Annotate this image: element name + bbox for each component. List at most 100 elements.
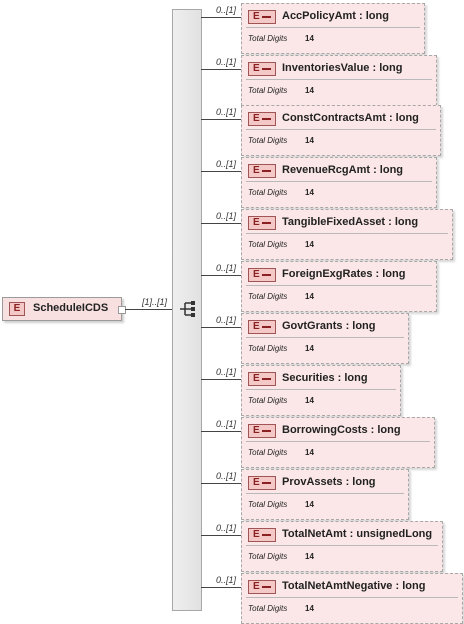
child-element-name: TangibleFixedAsset : long xyxy=(282,216,419,228)
child-cardinality: 0..[1] xyxy=(216,5,237,15)
child-connector-line xyxy=(201,171,241,172)
child-element-name: Securities : long xyxy=(282,372,368,384)
element-type-letter: E xyxy=(253,217,260,228)
element-type-letter: E xyxy=(253,581,260,592)
facet-label: Total Digits xyxy=(248,292,288,301)
facet-label: Total Digits xyxy=(248,604,288,613)
facet-label: Total Digits xyxy=(248,86,288,95)
child-connector-line xyxy=(201,587,241,588)
element-type-letter: E xyxy=(253,321,260,332)
facet-value: 14 xyxy=(305,136,314,145)
element-type-letter: E xyxy=(253,113,260,124)
sequence-icon xyxy=(180,301,195,317)
child-element-name: BorrowingCosts : long xyxy=(282,424,401,436)
facet-label: Total Digits xyxy=(248,188,288,197)
child-element-name: ProvAssets : long xyxy=(282,476,376,488)
child-cardinality: 0..[1] xyxy=(216,367,237,377)
facet-label: Total Digits xyxy=(248,500,288,509)
element-type-icon: E xyxy=(248,112,276,126)
element-type-letter: E xyxy=(253,477,260,488)
collapse-toggle-icon[interactable] xyxy=(118,306,126,314)
root-element-name: ScheduleICDS xyxy=(33,302,109,314)
divider xyxy=(246,597,458,598)
divider xyxy=(246,389,396,390)
element-type-icon: E xyxy=(248,320,276,334)
child-cardinality: 0..[1] xyxy=(216,575,237,585)
element-type-icon: E xyxy=(9,302,25,316)
minus-icon xyxy=(262,118,271,120)
element-type-letter: E xyxy=(253,63,260,74)
minus-icon xyxy=(262,430,271,432)
element-type-icon: E xyxy=(248,10,276,24)
child-cardinality: 0..[1] xyxy=(216,107,237,117)
sequence-compositor-bar[interactable] xyxy=(172,9,202,611)
facet-value: 14 xyxy=(305,86,314,95)
child-cardinality: 0..[1] xyxy=(216,211,237,221)
minus-icon xyxy=(262,16,271,18)
facet-value: 14 xyxy=(305,240,314,249)
child-connector-line xyxy=(201,483,241,484)
divider xyxy=(246,493,404,494)
facet-label: Total Digits xyxy=(248,552,288,561)
child-cardinality: 0..[1] xyxy=(216,419,237,429)
child-element-name: ConstContractsAmt : long xyxy=(282,112,419,124)
divider xyxy=(246,441,430,442)
minus-icon xyxy=(262,586,271,588)
root-connector-line xyxy=(125,309,172,310)
child-connector-line xyxy=(201,379,241,380)
child-connector-line xyxy=(201,431,241,432)
facet-value: 14 xyxy=(305,344,314,353)
child-element-name: RevenueRcgAmt : long xyxy=(282,164,404,176)
facet-value: 14 xyxy=(305,292,314,301)
child-cardinality: 0..[1] xyxy=(216,523,237,533)
child-element-name: TotalNetAmt : unsignedLong xyxy=(282,528,433,540)
child-connector-line xyxy=(201,119,241,120)
child-connector-line xyxy=(201,17,241,18)
facet-value: 14 xyxy=(305,448,314,457)
element-type-icon: E xyxy=(248,62,276,76)
facet-label: Total Digits xyxy=(248,240,288,249)
minus-icon xyxy=(262,378,271,380)
facet-label: Total Digits xyxy=(248,396,288,405)
element-type-letter: E xyxy=(253,529,260,540)
facet-label: Total Digits xyxy=(248,136,288,145)
divider xyxy=(246,27,420,28)
element-type-icon: E xyxy=(248,476,276,490)
child-connector-line xyxy=(201,275,241,276)
divider xyxy=(246,79,432,80)
child-cardinality: 0..[1] xyxy=(216,263,237,273)
divider xyxy=(246,545,438,546)
child-element-name: GovtGrants : long xyxy=(282,320,376,332)
minus-icon xyxy=(262,274,271,276)
root-element-box[interactable]: E ScheduleICDS xyxy=(2,297,122,321)
element-type-icon: E xyxy=(248,580,276,594)
child-connector-line xyxy=(201,327,241,328)
child-connector-line xyxy=(201,535,241,536)
child-element-name: ForeignExgRates : long xyxy=(282,268,406,280)
minus-icon xyxy=(262,68,271,70)
element-type-letter: E xyxy=(253,269,260,280)
child-cardinality: 0..[1] xyxy=(216,159,237,169)
element-type-letter: E xyxy=(253,425,260,436)
element-type-letter: E xyxy=(253,165,260,176)
child-cardinality: 0..[1] xyxy=(216,471,237,481)
element-type-letter: E xyxy=(253,373,260,384)
child-cardinality: 0..[1] xyxy=(216,57,237,67)
facet-label: Total Digits xyxy=(248,344,288,353)
facet-value: 14 xyxy=(305,500,314,509)
element-type-icon: E xyxy=(248,372,276,386)
minus-icon xyxy=(262,534,271,536)
facet-value: 14 xyxy=(305,188,314,197)
